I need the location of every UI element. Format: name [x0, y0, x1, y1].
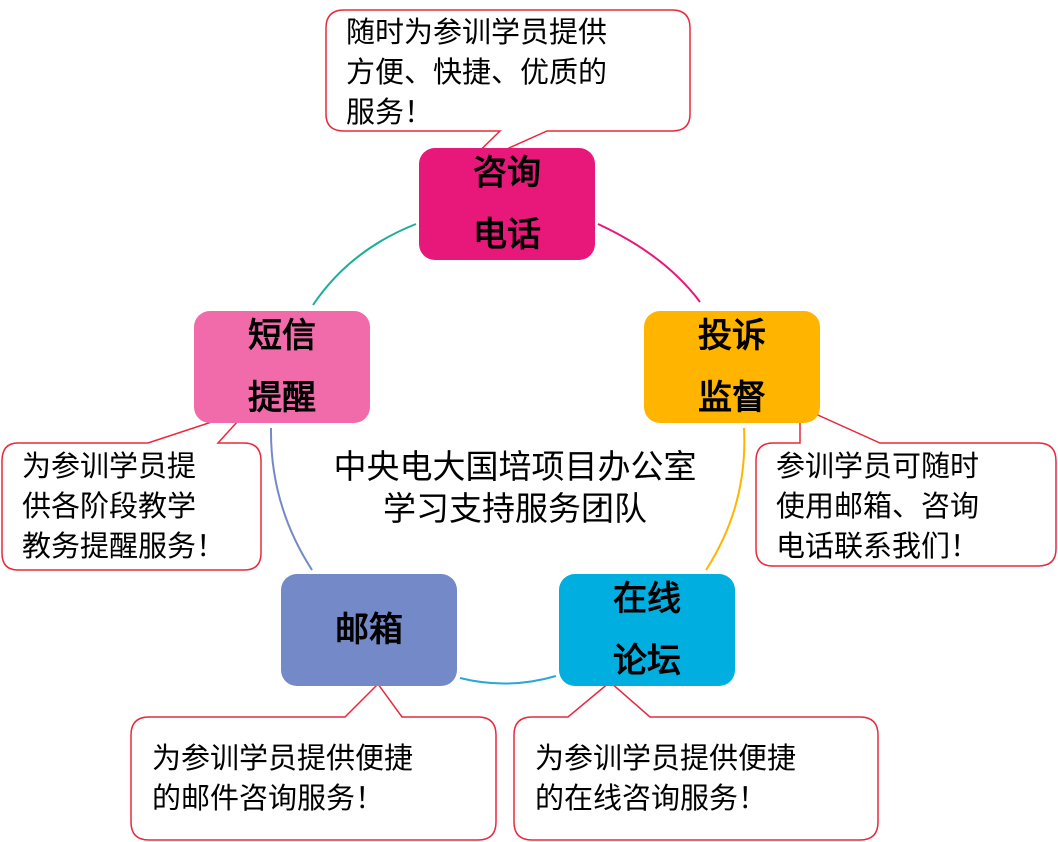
arc-phone-complaint — [597, 223, 701, 303]
node-online-forum: 在线 论坛 — [559, 574, 735, 686]
node-label-line2: 论坛 — [613, 641, 681, 681]
callout-email-text: 为参训学员提供便捷 的邮件咨询服务！ — [152, 738, 413, 818]
center-title-line1: 中央电大国培项目办公室 — [333, 447, 697, 486]
arc-forum-email — [459, 675, 557, 685]
callout-email-bubble — [130, 682, 497, 841]
callout-line: 供各阶段教学 — [22, 489, 197, 523]
callout-line: 教务提醒服务！ — [22, 529, 226, 563]
callout-line: 方便、快捷、优质的 — [346, 55, 608, 89]
node-email: 邮箱 — [281, 574, 457, 686]
callout-sms-bubble — [1, 408, 262, 571]
arc-complaint-forum — [705, 427, 746, 571]
callout-line: 使用邮箱、咨询 — [776, 489, 980, 523]
callout-line: 随时为参训学员提供 — [346, 15, 608, 49]
callout-line: 的邮件咨询服务！ — [152, 781, 385, 815]
node-complaint-supervision: 投诉 监督 — [644, 311, 820, 423]
node-label-line1: 短信 — [248, 316, 316, 356]
center-title-line2: 学习支持服务团队 — [383, 489, 647, 528]
callout-complaint-text: 参训学员可随时 使用邮箱、咨询 电话联系我们！ — [776, 446, 979, 566]
node-label-line2: 监督 — [698, 378, 766, 418]
callout-line: 为参训学员提供便捷 — [152, 741, 414, 775]
node-label-line1: 投诉 — [698, 316, 766, 356]
callout-line: 服务！ — [346, 95, 434, 129]
node-label-line1: 在线 — [613, 579, 681, 619]
node-label-line2: 提醒 — [248, 378, 316, 418]
callout-line: 为参训学员提 — [22, 449, 197, 483]
node-sms-reminder: 短信 提醒 — [194, 311, 370, 423]
callout-sms-text: 为参训学员提 供各阶段教学 教务提醒服务！ — [22, 446, 225, 566]
arc-sms-phone — [312, 223, 417, 306]
node-consult-phone: 咨询 电话 — [419, 148, 595, 260]
node-label-line1: 咨询 — [473, 153, 541, 193]
node-label-line1: 邮箱 — [335, 610, 403, 650]
arc-email-sms — [269, 427, 313, 571]
callout-forum-text: 为参训学员提供便捷 的在线咨询服务！ — [535, 738, 796, 818]
callout-forum-bubble — [513, 681, 879, 841]
node-label-line2: 电话 — [473, 215, 541, 255]
callout-phone-text: 随时为参训学员提供 方便、快捷、优质的 服务！ — [346, 12, 607, 132]
center-title: 中央电大国培项目办公室 学习支持服务团队 — [300, 446, 730, 530]
callout-line: 为参训学员提供便捷 — [535, 741, 797, 775]
callout-line: 电话联系我们！ — [776, 529, 980, 563]
callout-complaint-bubble — [755, 405, 1057, 567]
callout-line: 的在线咨询服务！ — [535, 781, 768, 815]
callout-line: 参训学员可随时 — [776, 449, 980, 483]
